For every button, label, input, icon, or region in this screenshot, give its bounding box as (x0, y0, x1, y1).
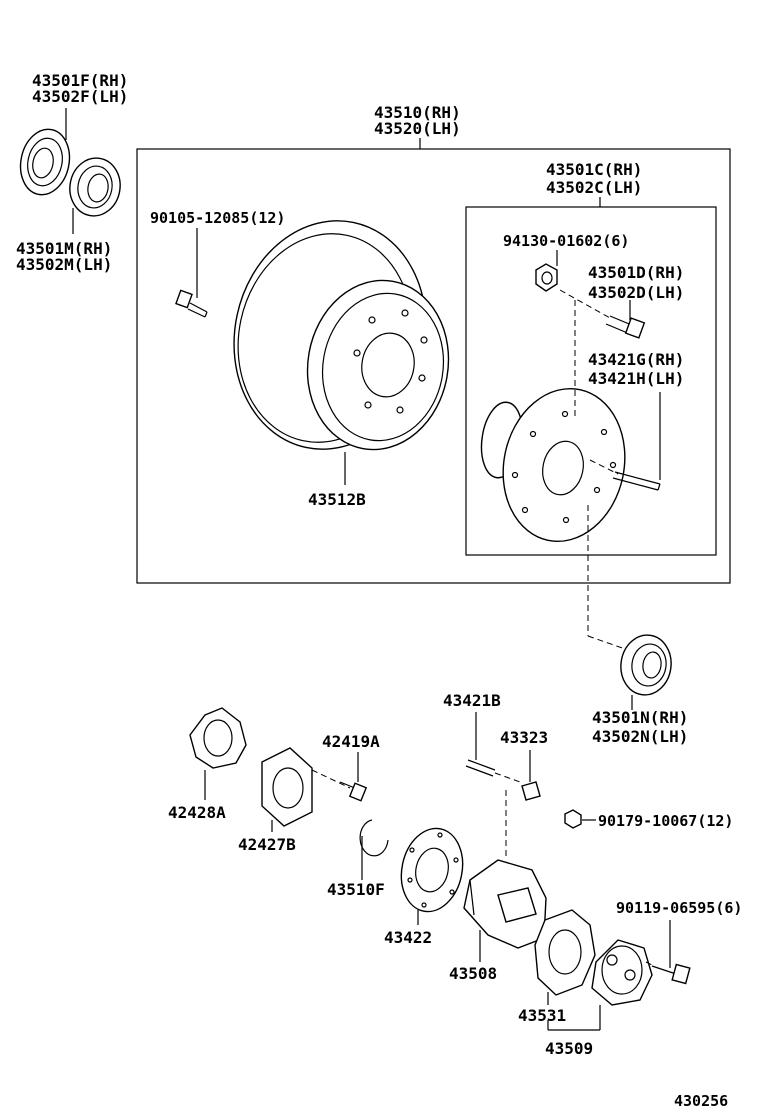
lock-washer-part[interactable] (189, 707, 247, 769)
label-nut: 94130-01602(6) (503, 232, 629, 250)
diagram-code: 430256 (674, 1092, 728, 1110)
label-hub-assy-lh: 43502C(LH) (546, 178, 642, 197)
cone-part[interactable] (521, 781, 541, 801)
label-stud-rh: 43421G(RH) (588, 350, 684, 369)
label-cover: 43509 (545, 1039, 593, 1058)
label-gasket-2: 43531 (518, 1006, 566, 1025)
label-screw: 90105-12085(12) (150, 209, 285, 227)
label-bearing-n-rh: 43501N(RH) (592, 708, 688, 727)
bearing-n-part[interactable] (617, 632, 675, 698)
label-drum-assy-lh: 43520(LH) (374, 119, 461, 138)
bearing-outer-part[interactable] (15, 125, 76, 200)
body-part[interactable] (463, 859, 547, 949)
label-bearing-outer-lh: 43502F(LH) (32, 87, 128, 106)
bolt-2-part[interactable] (651, 963, 691, 985)
label-snap-ring: 43510F (327, 880, 385, 899)
nut-2-part[interactable] (564, 809, 582, 829)
label-bearing-inner-lh: 43502M(LH) (16, 255, 112, 274)
label-lock-washer: 42428A (168, 803, 226, 822)
label-body: 43508 (449, 964, 497, 983)
label-bolt-a: 42419A (322, 732, 380, 751)
gasket-2-part[interactable] (534, 909, 596, 996)
cover-part[interactable] (591, 939, 653, 1006)
screw-part[interactable] (175, 289, 208, 318)
bolt-a-part[interactable] (339, 781, 368, 802)
label-bearing-outer-rh: 43501F(RH) (32, 71, 128, 90)
lock-plate-part[interactable] (261, 747, 313, 827)
label-cone: 43323 (500, 728, 548, 747)
label-bolt-2: 90119-06595(6) (616, 899, 742, 917)
label-hub-bolt-lh: 43502D(LH) (588, 283, 684, 302)
label-bearing-n-lh: 43502N(LH) (592, 727, 688, 746)
stud-part[interactable] (612, 471, 661, 491)
label-stud-lh: 43421H(LH) (588, 369, 684, 388)
label-drum-assy-rh: 43510(RH) (374, 103, 461, 122)
hub-bolt-part[interactable] (605, 315, 646, 339)
brake-drum-part[interactable] (213, 203, 462, 467)
bearing-inner-part[interactable] (65, 154, 124, 220)
label-bearing-inner-rh: 43501M(RH) (16, 239, 112, 258)
label-hub-bolt-rh: 43501D(RH) (588, 263, 684, 282)
nut-part[interactable] (535, 263, 558, 292)
gasket-part[interactable] (394, 823, 470, 918)
label-lock-plate: 42427B (238, 835, 296, 854)
snap-ring-part[interactable] (359, 819, 389, 857)
label-nut-2: 90179-10067(12) (598, 812, 733, 830)
label-hub-assy-rh: 43501C(RH) (546, 160, 642, 179)
label-drum: 43512B (308, 490, 366, 509)
label-stud-b: 43421B (443, 691, 501, 710)
drum-assembly-box (136, 148, 731, 584)
label-gasket: 43422 (384, 928, 432, 947)
hub-assembly-box (465, 206, 717, 556)
stud-b-part[interactable] (465, 759, 496, 777)
hub-flange-part[interactable] (477, 377, 639, 553)
